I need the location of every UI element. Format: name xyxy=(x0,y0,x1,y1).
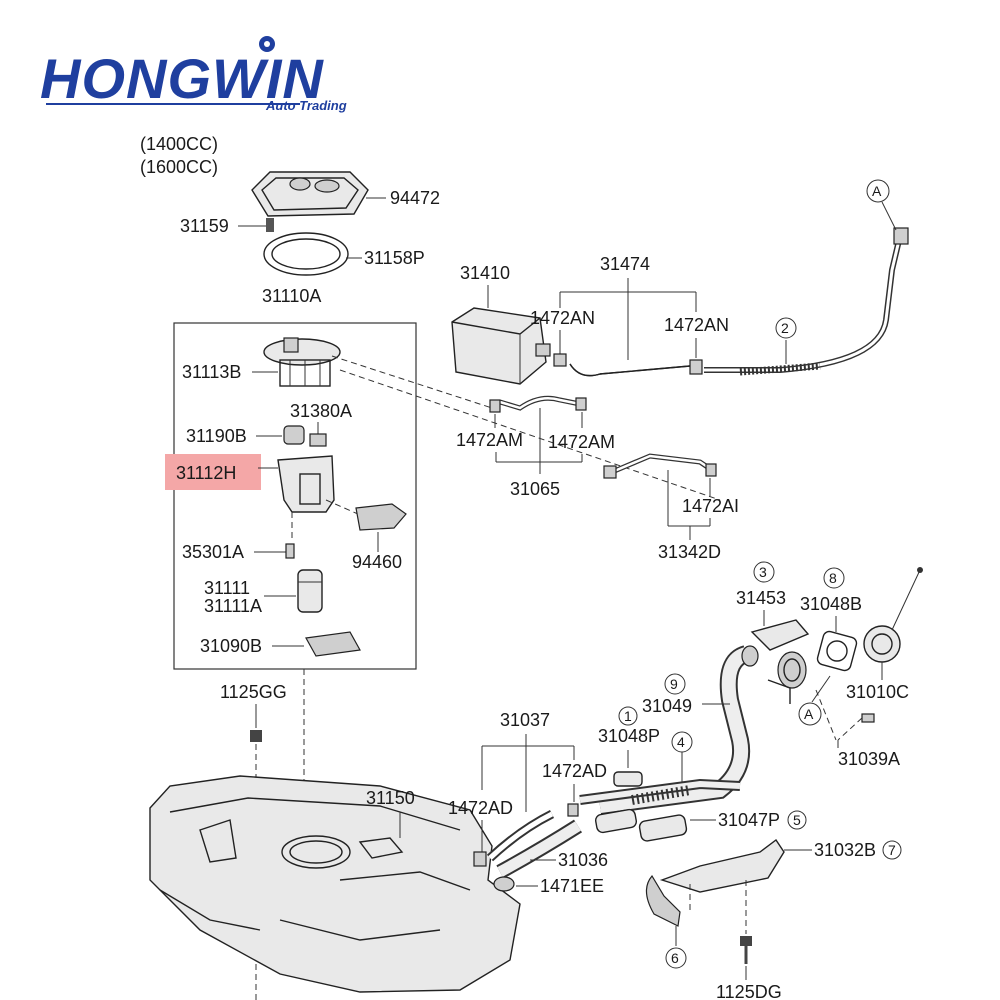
label-31047p: 31047P xyxy=(718,810,780,830)
label-31010c: 31010C xyxy=(846,682,909,702)
callout-3: 3 xyxy=(759,564,767,580)
cover-94472 xyxy=(251,171,369,217)
fuel-tank-31150 xyxy=(149,775,521,993)
clamp-1472an-left xyxy=(553,353,567,367)
hose-31047p-b xyxy=(638,814,688,842)
callout-4: 4 xyxy=(677,734,685,750)
callout-9: 9 xyxy=(670,676,678,692)
label-94460: 94460 xyxy=(352,552,402,572)
label-31190b: 31190B xyxy=(186,426,247,446)
label-31090b: 31090B xyxy=(200,636,262,656)
label-31037: 31037 xyxy=(500,710,550,730)
callout-a-mid: A xyxy=(804,706,814,722)
hose-31037 xyxy=(488,811,554,860)
label-31111: 31111 xyxy=(204,578,250,598)
label-31474: 31474 xyxy=(600,254,650,274)
label-31039a: 31039A xyxy=(838,749,900,769)
label-1471ee: 1471EE xyxy=(540,876,604,896)
label-1472am-right: 1472AM xyxy=(548,432,615,452)
brand-logo: HONGWIN Auto Trading xyxy=(40,36,347,113)
label-31410: 31410 xyxy=(460,263,510,283)
label-35301a: 35301A xyxy=(182,542,244,562)
bolt-31159 xyxy=(266,218,274,232)
label-31111a: 31111A xyxy=(204,596,262,616)
label-31380a: 31380A xyxy=(290,401,352,421)
pump-assembly-box xyxy=(173,322,417,670)
callout-8: 8 xyxy=(829,570,837,586)
label-31049: 31049 xyxy=(642,696,692,716)
callout-a-top: A xyxy=(872,183,882,199)
filter-35301a xyxy=(285,543,295,559)
label-31065: 31065 xyxy=(510,479,560,499)
logo-text: HONGWIN xyxy=(40,47,324,110)
callout-6: 6 xyxy=(671,950,679,966)
clamp-1472an-right xyxy=(689,359,703,375)
canister-31410 xyxy=(451,307,547,385)
label-1125gg: 1125GG xyxy=(220,682,287,702)
clamp-1472am-right xyxy=(575,397,587,411)
filler-door-31453 xyxy=(750,619,810,651)
bolt-1125gg xyxy=(250,730,262,742)
clamp-1472am-left xyxy=(489,399,501,413)
protector-31032b xyxy=(659,838,785,893)
fuel-cap-31010c xyxy=(863,625,901,663)
callout-7: 7 xyxy=(888,842,896,858)
label-31113b: 31113B xyxy=(182,362,241,382)
sender-94460 xyxy=(355,503,407,531)
star-wheel-icon xyxy=(259,36,275,52)
label-1472ad-left: 1472AD xyxy=(448,798,513,818)
logo-tagline: Auto Trading xyxy=(265,98,347,113)
callout-2: 2 xyxy=(781,320,789,336)
label-31112h: 31112H xyxy=(176,463,236,483)
hose-31065 xyxy=(499,397,581,410)
gasket-31048b xyxy=(816,630,858,672)
hose-31036 xyxy=(497,821,581,877)
label-1472an-left: 1472AN xyxy=(530,308,595,328)
sensor-31380a xyxy=(309,433,327,447)
label-31048p: 31048P xyxy=(598,726,660,746)
regulator-31190b xyxy=(283,425,305,445)
label-31158p: 31158P xyxy=(364,248,425,268)
label-31032b: 31032B xyxy=(814,840,876,860)
label-31342d: 31342D xyxy=(658,542,721,562)
label-31048b: 31048B xyxy=(800,594,862,614)
label-1472am-left: 1472AM xyxy=(456,430,523,450)
highlight-31112h xyxy=(165,454,261,490)
label-31159: 31159 xyxy=(180,216,229,236)
clamp-1472ad-right xyxy=(567,803,579,817)
seal-31048p xyxy=(613,771,643,787)
label-1125dg: 1125DG xyxy=(716,982,782,1000)
breather-tube-c4 xyxy=(579,780,741,803)
strainer-31090b xyxy=(305,631,361,657)
screw-31039a xyxy=(861,713,875,723)
fuel-pump-31111 xyxy=(297,569,323,613)
vapor-hose-31474 xyxy=(569,363,691,377)
label-1472ad-right: 1472AD xyxy=(542,761,607,781)
label-94472: 94472 xyxy=(390,188,440,208)
flange-31113b xyxy=(263,338,341,366)
label-31036: 31036 xyxy=(558,850,608,870)
vent-hose-callout-2 xyxy=(704,235,902,372)
clamp-1471ee xyxy=(493,876,515,892)
callout-5: 5 xyxy=(793,812,801,828)
label-31110a: 31110A xyxy=(262,286,321,306)
label-31453: 31453 xyxy=(736,588,786,608)
engine-1400cc: (1400CC) xyxy=(140,134,218,154)
bracket-6 xyxy=(645,874,681,927)
label-1472ai: 1472AI xyxy=(682,496,739,516)
bolt-1125dg xyxy=(740,936,752,946)
label-31150: 31150 xyxy=(366,788,415,808)
clamp-1472ad-left xyxy=(473,851,487,867)
label-1472an-right: 1472AN xyxy=(664,315,729,335)
engine-1600cc: (1600CC) xyxy=(140,157,218,177)
hose-31047p-a xyxy=(594,808,638,834)
gasket-31158p xyxy=(263,232,349,276)
clamp-1472ai xyxy=(705,463,717,477)
callout-1: 1 xyxy=(624,708,632,724)
